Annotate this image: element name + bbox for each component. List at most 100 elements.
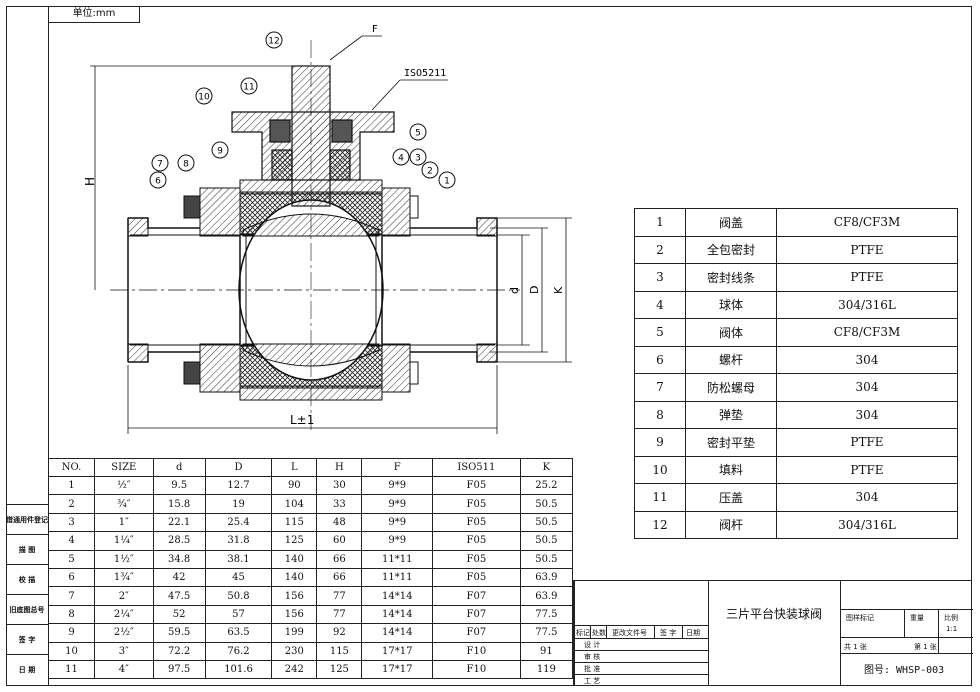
side-label: 旧底图总号: [6, 594, 48, 624]
part-name: 螺杆: [685, 345, 777, 374]
dims-cell: 5: [47, 549, 96, 569]
dims-cell: 125: [316, 659, 363, 680]
part-no: 7: [634, 373, 686, 402]
dims-cell: F05: [432, 549, 521, 569]
tb-sign: 签 字: [660, 629, 677, 637]
dims-cell: 57: [204, 604, 273, 625]
label-d: d: [508, 287, 521, 294]
callout-circle: [409, 123, 427, 141]
tb-review: 审 核: [584, 653, 601, 661]
part-name: 阀杆: [685, 510, 777, 539]
dims-cell: F05: [432, 567, 521, 588]
dims-cell: 140: [271, 549, 318, 569]
tb-scale-value: 1:1: [946, 625, 958, 633]
side-label: 校 描: [6, 564, 48, 594]
dims-cell: F10: [432, 641, 521, 661]
callout-circle: [151, 154, 169, 172]
part-no: 11: [634, 483, 686, 512]
dims-cell: 14*14: [361, 623, 433, 643]
tb-marks: 标记: [576, 629, 590, 637]
callout-number: 9: [217, 147, 223, 157]
callout-number: 6: [155, 177, 161, 187]
dims-cell: 2: [47, 494, 96, 514]
side-label: 描 图: [6, 534, 48, 564]
product-title: 三片平台快装球阀: [725, 607, 822, 621]
dims-header-cell: SIZE: [94, 458, 154, 477]
dims-header-cell: D: [204, 458, 273, 477]
dims-cell: 25.4: [204, 512, 273, 533]
dims-cell: 11*11: [361, 567, 433, 588]
label-L: L±1: [290, 413, 314, 427]
dims-cell: 11*11: [361, 549, 433, 569]
dims-cell: 9: [47, 623, 96, 643]
dims-cell: 50.5: [519, 494, 574, 514]
dims-cell: F05: [432, 531, 521, 551]
dims-cell: ¾″: [94, 494, 154, 514]
dims-cell: 17*17: [361, 641, 433, 661]
dims-header-cell: d: [152, 458, 206, 477]
dims-cell: 63.9: [519, 586, 574, 606]
dims-cell: 104: [271, 494, 318, 514]
dims-cell: 22.1: [152, 512, 206, 533]
dims-cell: 14*14: [361, 604, 433, 625]
label-iso: ISO5211: [404, 68, 446, 79]
callout-circle: [409, 148, 427, 166]
side-label: 签 字: [6, 624, 48, 654]
part-no: 2: [634, 235, 686, 264]
part-mat: 304: [776, 373, 958, 402]
callout-circle: [211, 141, 229, 159]
dims-cell: 125: [271, 531, 318, 551]
dims-cell: 12.7: [204, 475, 273, 496]
dims-cell: 119: [519, 659, 574, 680]
dims-cell: 91: [519, 641, 574, 661]
unit-label: 单位:mm: [48, 6, 140, 23]
part-name: 阀盖: [685, 208, 777, 237]
part-name: 防松螺母: [685, 373, 777, 402]
dims-cell: 3: [47, 512, 96, 533]
dims-cell: 15.8: [152, 494, 206, 514]
dims-header-cell: F: [361, 458, 433, 477]
label-H: H: [83, 177, 97, 186]
part-name: 密封线条: [685, 263, 777, 292]
dims-cell: 77: [316, 604, 363, 625]
dims-cell: 47.5: [152, 586, 206, 606]
dims-cell: 77: [316, 586, 363, 606]
part-name: 密封平垫: [685, 428, 777, 457]
dims-cell: 72.2: [152, 641, 206, 661]
dims-cell: 50.5: [519, 512, 574, 533]
part-mat: 304: [776, 483, 958, 512]
dims-cell: 1¼″: [94, 531, 154, 551]
part-name: 阀体: [685, 318, 777, 347]
dims-cell: 34.8: [152, 549, 206, 569]
dims-cell: 17*17: [361, 659, 433, 680]
label-F: F: [372, 24, 378, 35]
dims-cell: 90: [271, 475, 318, 496]
ball-and-seats: [238, 179, 384, 401]
dims-header-cell: ISO511: [432, 458, 521, 477]
side-label: 日 期: [6, 654, 48, 684]
label-K: K: [552, 286, 565, 294]
dims-cell: 140: [271, 567, 318, 588]
tb-stage: 图样标记: [846, 614, 874, 622]
dims-cell: 77.5: [519, 604, 574, 625]
dims-cell: F07: [432, 604, 521, 625]
tb-scale: 比例: [944, 614, 958, 622]
